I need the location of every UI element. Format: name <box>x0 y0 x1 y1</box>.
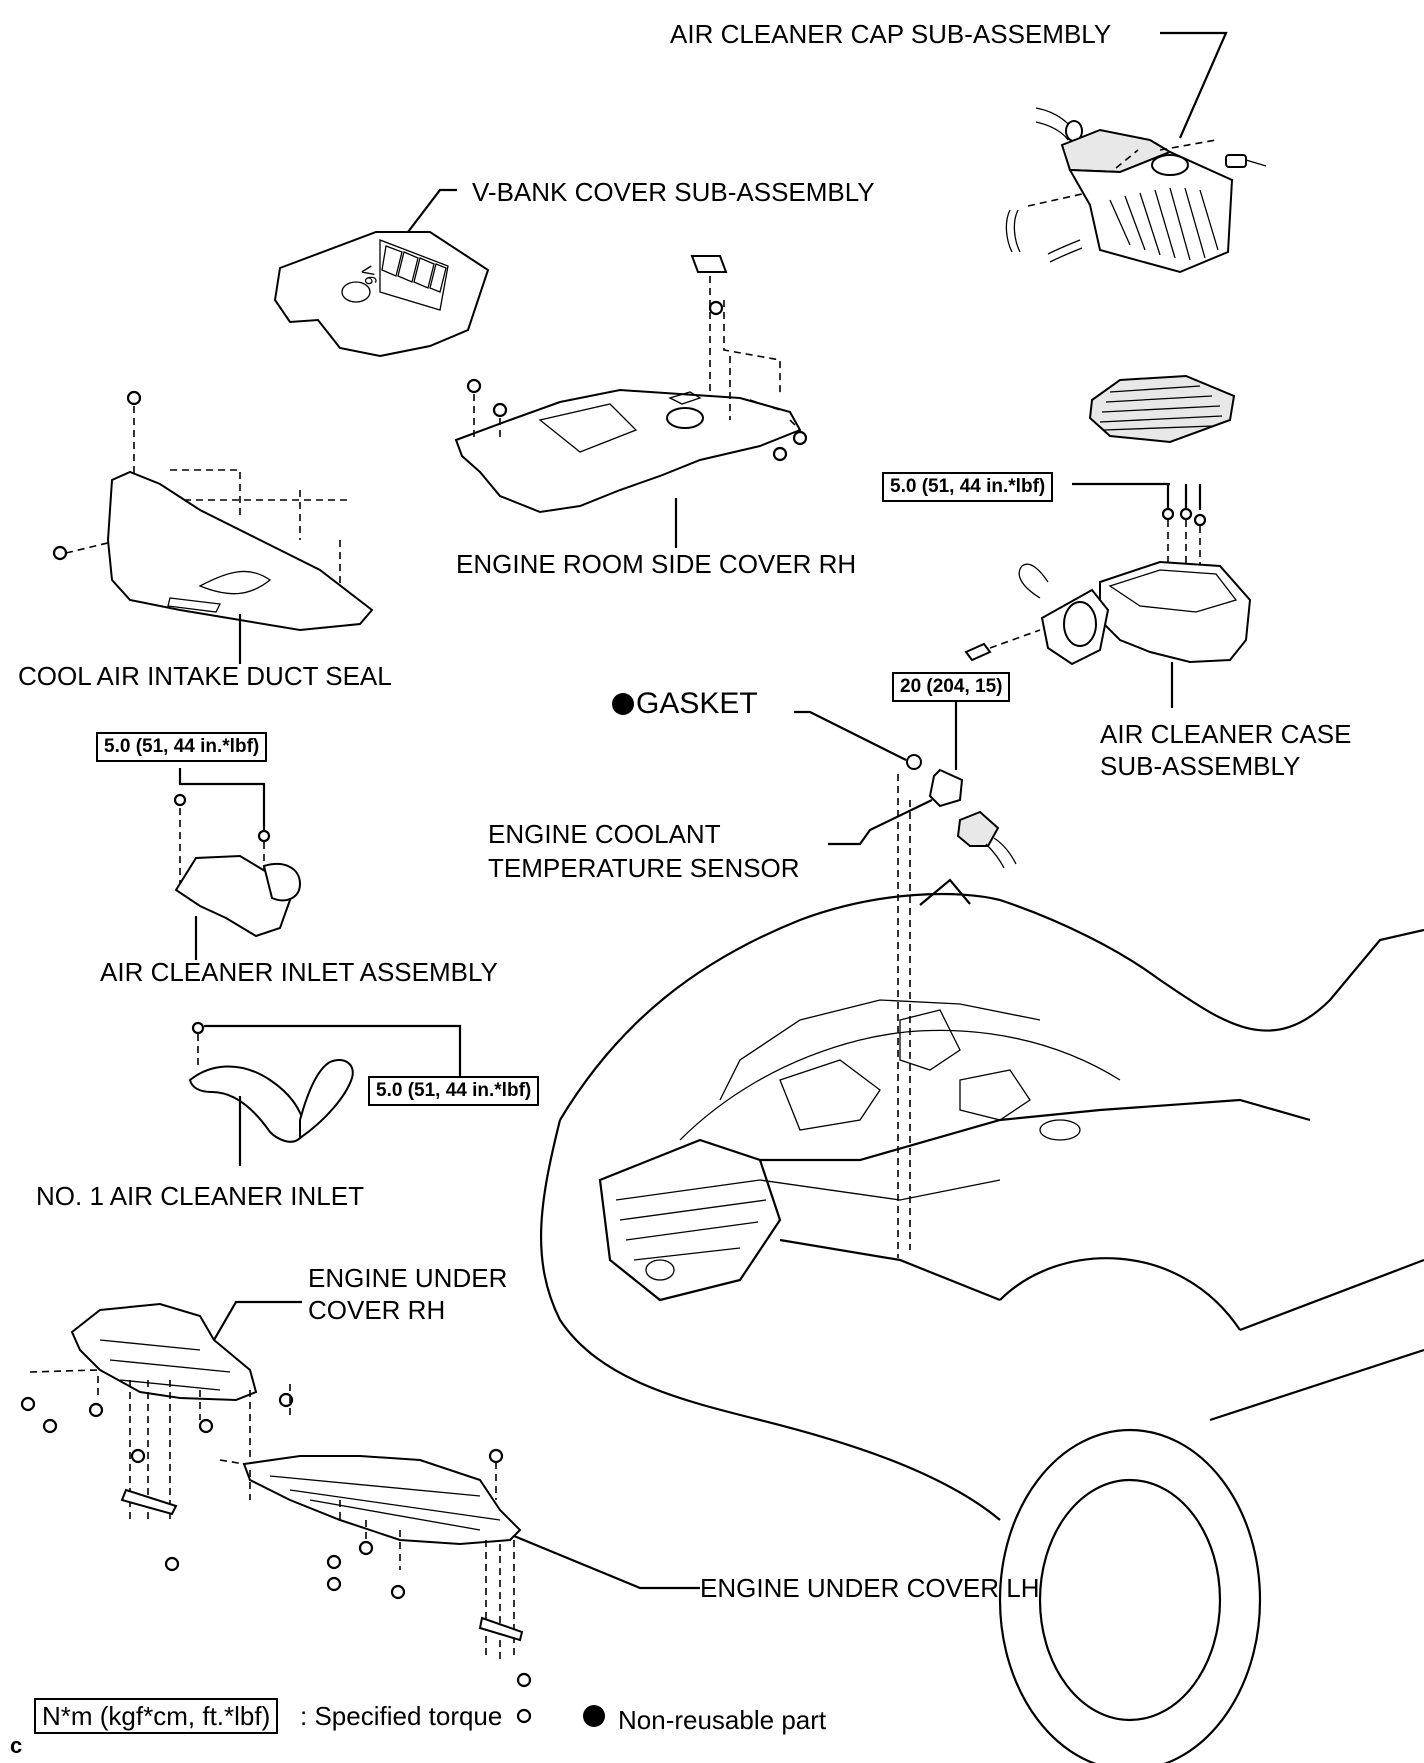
legend-non-reusable: Non-reusable part <box>618 1705 827 1735</box>
legend-symbols <box>516 1705 605 1727</box>
v-bank-cover-drawing: V6 <box>273 188 490 358</box>
label-engine-under-cover-lh: ENGINE UNDER COVER LH <box>700 1573 1040 1603</box>
air-cleaner-inlet-assembly-drawing <box>173 768 302 960</box>
label-cool-air-intake-duct-seal: COOL AIR INTAKE DUCT SEAL <box>18 661 392 691</box>
engine-under-cover-rh-drawing <box>20 1300 302 1572</box>
corner-mark: c <box>10 1733 23 1758</box>
air-cleaner-element-drawing <box>1088 374 1236 444</box>
label-engine-under-cover-rh-line2: COVER RH <box>308 1295 446 1325</box>
torque-air-cleaner-case: 5.0 (51, 44 in.*lbf) <box>882 472 1054 502</box>
cool-air-intake-duct-seal-drawing <box>52 390 374 664</box>
label-coolant-sensor-line1: ENGINE COOLANT <box>488 819 721 849</box>
label-v-bank-cover: V-BANK COVER SUB-ASSEMBLY <box>472 177 875 207</box>
non-reusable-dot-icon <box>612 693 634 715</box>
label-engine-under-cover-rh-line1: ENGINE UNDER <box>308 1263 508 1293</box>
label-engine-room-side-cover: ENGINE ROOM SIDE COVER RH <box>456 549 857 579</box>
label-air-cleaner-inlet-assembly: AIR CLEANER INLET ASSEMBLY <box>100 957 498 987</box>
torque-no1-air-cleaner-inlet: 5.0 (51, 44 in.*lbf) <box>368 1076 540 1106</box>
label-no1-air-cleaner-inlet: NO. 1 AIR CLEANER INLET <box>36 1181 364 1211</box>
vehicle-drawing <box>539 878 1424 1763</box>
label-coolant-sensor-line2: TEMPERATURE SENSOR <box>488 853 800 883</box>
legend-torque-unit: N*m (kgf*cm, ft.*lbf) <box>34 1698 279 1734</box>
torque-coolant-sensor: 20 (204, 15) <box>892 672 1011 702</box>
non-reusable-dot-icon <box>583 1705 605 1727</box>
no1-air-cleaner-inlet-drawing <box>188 1021 462 1166</box>
legend-torque-desc: : Specified torque <box>300 1701 503 1731</box>
torque-air-cleaner-inlet-assembly: 5.0 (51, 44 in.*lbf) <box>96 732 268 762</box>
air-cleaner-cap-drawing <box>1005 31 1267 274</box>
engine-under-cover-lh-drawing <box>219 1448 700 1688</box>
v6-badge: V6 <box>356 263 379 287</box>
bolt-icon <box>516 1708 532 1724</box>
label-gasket: GASKET <box>612 686 758 722</box>
gasket-text: GASKET <box>636 687 758 720</box>
label-air-cleaner-case-line2: SUB-ASSEMBLY <box>1100 751 1301 781</box>
label-air-cleaner-cap: AIR CLEANER CAP SUB-ASSEMBLY <box>670 19 1112 49</box>
label-air-cleaner-case-line1: AIR CLEANER CASE <box>1100 719 1352 749</box>
air-cleaner-case-drawing <box>964 482 1252 708</box>
engine-room-side-cover-drawing <box>454 255 808 548</box>
coolant-sensor-drawing <box>794 702 1017 1258</box>
